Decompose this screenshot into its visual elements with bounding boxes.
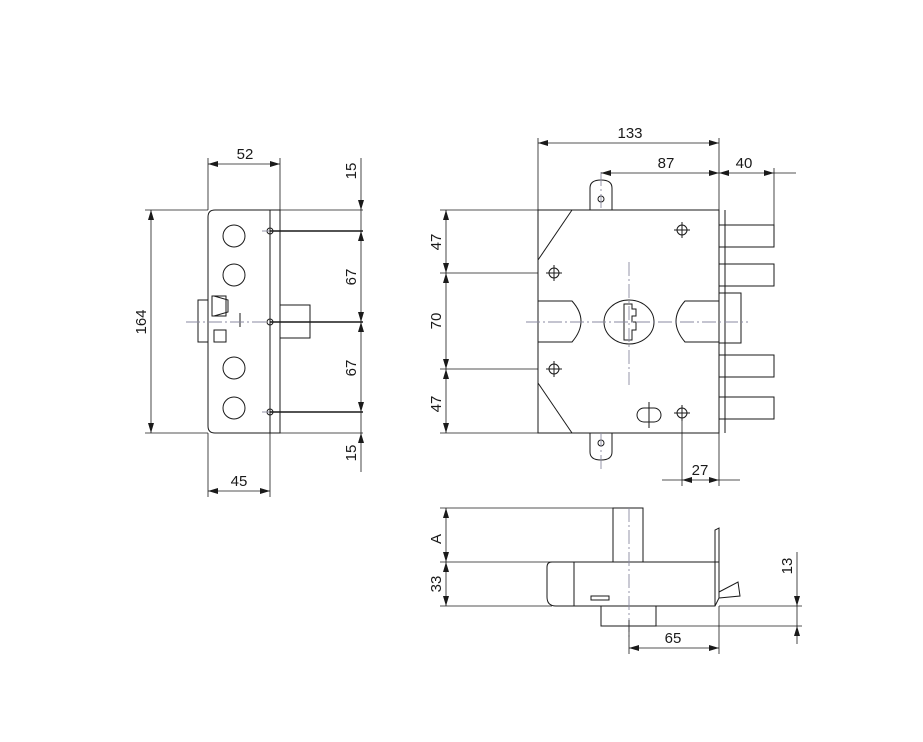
dim-front-middle: 70 bbox=[428, 313, 445, 330]
bottom-cylinder bbox=[612, 507, 644, 563]
side-latch-lower bbox=[213, 329, 227, 343]
side-hole-4 bbox=[222, 396, 246, 420]
dim-side-height: 164 bbox=[133, 309, 150, 334]
dim-side-lower-gap: 67 bbox=[343, 360, 360, 377]
front-view: 133 87 40 47 70 47 27 bbox=[428, 125, 796, 486]
dim-front-upper-step: 47 bbox=[428, 234, 445, 251]
bottom-slot bbox=[590, 595, 610, 601]
front-case bbox=[537, 209, 720, 434]
dim-side-top-offset: 15 bbox=[343, 163, 360, 180]
dim-side-width-top: 52 bbox=[237, 146, 254, 163]
dim-bottom-depth: 33 bbox=[428, 576, 445, 593]
front-bolt-1 bbox=[718, 224, 775, 248]
front-fixing-hole-b bbox=[546, 265, 562, 281]
front-fixing-hole-d bbox=[674, 405, 690, 421]
bottom-bolt bbox=[718, 581, 741, 599]
front-fixing-hole-a bbox=[674, 222, 690, 238]
side-view: 52 164 45 15 67 67 15 bbox=[133, 146, 364, 497]
dim-bottom-adjustable: A bbox=[428, 534, 445, 544]
bottom-front-plate bbox=[714, 527, 720, 606]
bottom-case bbox=[546, 561, 720, 607]
dim-side-upper-gap: 67 bbox=[343, 269, 360, 286]
front-bolt-4 bbox=[718, 396, 775, 420]
side-latch-tab bbox=[211, 295, 227, 317]
side-hole-3 bbox=[222, 356, 246, 380]
side-latch-front bbox=[197, 299, 209, 343]
dim-bottom-plate: 13 bbox=[779, 558, 796, 575]
front-chamfer-top bbox=[537, 209, 573, 261]
front-chamfer-bottom bbox=[537, 382, 573, 434]
front-bolt-2 bbox=[718, 263, 775, 287]
front-right-slot bbox=[675, 300, 719, 343]
bottom-lower-block bbox=[600, 605, 657, 627]
side-hole-1 bbox=[222, 224, 246, 248]
front-left-slot bbox=[538, 300, 582, 343]
dim-front-width: 133 bbox=[617, 125, 642, 142]
side-latch-head bbox=[213, 295, 229, 317]
front-bolt-3 bbox=[718, 354, 775, 378]
side-hole-2 bbox=[222, 263, 246, 287]
dim-bottom-cylinder: 65 bbox=[665, 630, 682, 647]
dim-front-bolt-projection: 40 bbox=[736, 155, 753, 172]
front-fixing-hole-c bbox=[546, 361, 562, 377]
dim-side-bottom-offset: 15 bbox=[343, 445, 360, 462]
dim-side-width-bottom: 45 bbox=[231, 473, 248, 490]
dim-front-hole-offset: 27 bbox=[692, 462, 709, 479]
front-latch-bolt bbox=[718, 292, 742, 344]
bottom-view: A 33 13 65 bbox=[428, 507, 802, 654]
dim-front-inner: 87 bbox=[658, 155, 675, 172]
dim-front-lower-step: 47 bbox=[428, 396, 445, 413]
side-body-outline bbox=[207, 209, 281, 434]
